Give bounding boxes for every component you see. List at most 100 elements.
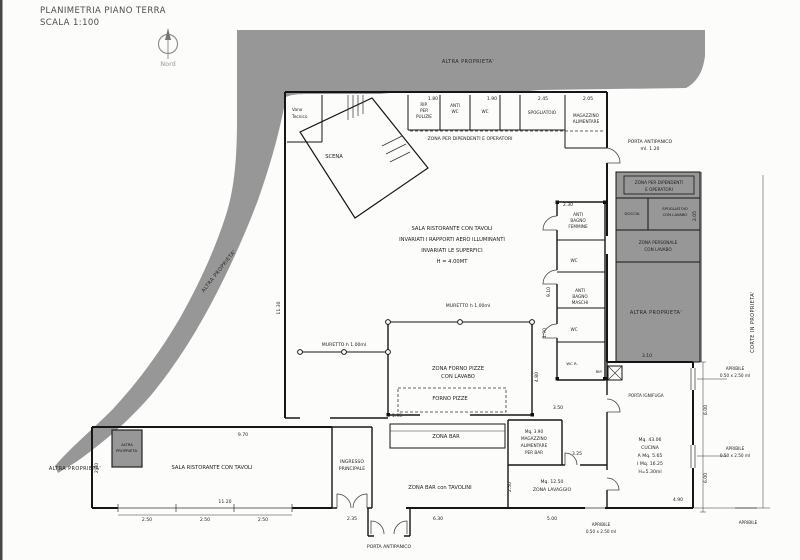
- oven-dashed-zone: [397, 387, 507, 413]
- dim-top-2: 1.90: [487, 96, 497, 102]
- dim-top-4: 2.05: [583, 96, 593, 102]
- label-spogl-lavabo-2: CON LAVABO: [663, 212, 688, 217]
- door-bagno-maschi: [542, 323, 558, 339]
- label-apribile-right2-1: APRIBILE: [726, 446, 745, 451]
- label-apribile-right1-1: APRIBILE: [726, 366, 745, 371]
- door-lavaggio: [564, 452, 578, 466]
- dim-top-1: 1.80: [428, 96, 438, 102]
- label-magazzino-1: MAGAZZINO: [573, 113, 600, 118]
- dim-bar-bottom: 6.30: [433, 516, 443, 522]
- plan-title: PLANIMETRIA PIANO TERRA: [40, 6, 166, 16]
- label-muretto-b: MURETTO h 1.00ml: [322, 342, 366, 348]
- dim-forno-right: 3.50: [553, 405, 563, 411]
- label-scena: SCENA: [325, 154, 343, 160]
- label-muretto-a: MURETTO h 1.00ml: [446, 303, 490, 309]
- label-pulizie-1: RIP.: [420, 102, 427, 107]
- label-altra-small-2: PROPRIETA': [116, 448, 138, 453]
- dim-right-block: 2.05: [692, 211, 698, 221]
- label-forno-pizze: FORNO PIZZE: [432, 396, 467, 402]
- label-corte-in-proprieta: CORTE IN PROPRIETA': [750, 291, 756, 353]
- dim-sala-bottom-top: 9.70: [238, 432, 248, 438]
- label-spogliatoio-top: SPOGLIATOIO: [528, 110, 557, 115]
- label-apribile-bottom-1: APRIBILE: [592, 522, 611, 527]
- other-property-right-block: [616, 172, 702, 362]
- door-antipanico-bottom-left: [370, 520, 385, 535]
- label-vano-1: Vano: [292, 107, 303, 112]
- label-apribile-right1-2: 0.50 x 2.50 ml: [720, 373, 750, 378]
- north-label: Nord: [160, 60, 176, 68]
- dim-cucina-right-2: 6.00: [703, 473, 709, 483]
- label-pulizie-3: PULIZIE: [416, 114, 432, 119]
- door-bagno-femmine: [542, 215, 558, 231]
- label-sala-1: SALA RISTORANTE CON TAVOLI: [412, 226, 493, 232]
- label-zona-bar-tavolini: ZONA BAR con TAVOLINI: [408, 485, 472, 491]
- door-ingresso-left: [336, 493, 352, 509]
- door-antipanico-bottom-right: [393, 520, 408, 535]
- label-altra-proprieta-right: ALTRA PROPRIETA': [630, 310, 682, 316]
- label-wc-top: WC: [481, 109, 488, 114]
- label-spogl-lavabo-1: SPOGLIATOIO: [662, 206, 688, 211]
- other-property-small-box: [111, 429, 143, 468]
- dimension-lines: [118, 175, 770, 516]
- employee-zone-label-box: [623, 175, 695, 195]
- scan-edge: [0, 0, 3, 560]
- outer-walls: [91, 91, 694, 509]
- dim-ingresso: 2.35: [347, 516, 357, 522]
- label-wc-f: WC: [570, 258, 577, 263]
- dim-cucina-top: 3.10: [642, 353, 652, 359]
- dim-forno-height: 4.80: [534, 372, 540, 382]
- dim-left-wall: 11.30: [276, 301, 282, 314]
- label-lavaggio-1: Mq. 12.50: [541, 479, 564, 485]
- label-apribile-right2-2: 0.50 x 2.50 ml: [720, 453, 750, 458]
- door-ignifuga: [606, 398, 621, 413]
- dim-wc: 1.70: [542, 328, 548, 338]
- dim-window-1: 2.50: [142, 517, 152, 523]
- label-doccia: DOCCIA: [625, 211, 640, 216]
- label-magazzino-2: ALIMENTARE: [573, 119, 600, 124]
- label-cucina-5: H=5.30ml: [638, 469, 661, 475]
- label-antiwc-1: ANTI: [450, 103, 460, 108]
- muretto-columns: [297, 319, 535, 355]
- label-porta-antipanico-top-1: PORTA ANTIPANICO: [628, 139, 673, 145]
- door-bagno-mezzo: [542, 269, 558, 285]
- label-rip-small: RIP.: [596, 369, 603, 374]
- dim-sala-left: 2.50: [94, 463, 100, 473]
- label-vano-2: Tecnico: [291, 114, 308, 119]
- label-altra-proprieta-left-bottom: ALTRA PROPRIETA': [49, 466, 101, 472]
- dim-lavaggio-bottom: 5.00: [547, 516, 557, 522]
- label-zona-dip-right-1: ZONA PER DIPENDENTI: [635, 180, 683, 185]
- wall-pillars: [386, 200, 607, 417]
- bar-counter: [389, 423, 506, 449]
- door-antipanico-top: [606, 147, 621, 164]
- label-cucina-2: CUCINA: [641, 445, 660, 451]
- door-kitchen: [606, 477, 620, 491]
- dim-window-2: 2.50: [200, 517, 210, 523]
- label-lavaggio-2: ZONA LAVAGGIO: [533, 487, 572, 493]
- door-swings: [336, 147, 621, 535]
- label-wc-m: WC: [570, 327, 577, 332]
- label-apribile-corner: APRIBILE: [739, 520, 758, 525]
- label-anti-bagno-m-2: BAGNO: [572, 294, 588, 299]
- stage-steps: [381, 135, 411, 163]
- label-zona-dipendenti: ZONA PER DIPENDENTI E OPERATORI: [427, 136, 512, 142]
- other-property-areas: [55, 30, 705, 473]
- label-pulizie-2: PER: [420, 108, 428, 113]
- label-ingresso-2: PRINCIPALE: [339, 466, 365, 472]
- label-magazzino-bar-4: PER BAR: [525, 450, 543, 455]
- dim-window-3: 2.50: [258, 517, 268, 523]
- label-porta-antipanico-top-2: ml. 1.20: [641, 146, 660, 152]
- label-anti-bagno-f-3: FEMMINE: [568, 224, 588, 229]
- dim-top-3: 2.45: [538, 96, 548, 102]
- label-cucina-4: I Mq. 16.25: [637, 461, 663, 467]
- label-anti-bagno-m-3: MASCHI: [572, 300, 588, 305]
- north-symbol: Nord: [157, 28, 179, 68]
- label-sala-2: INVARIATI I RAPPORTI AERO ILLUMINANTI: [399, 237, 505, 243]
- dim-cucina-right-1: 6.00: [703, 405, 709, 415]
- label-anti-bagno-f-1: ANTI: [573, 212, 583, 217]
- label-zona-personale-2: CON LAVABO: [644, 247, 672, 252]
- label-forno-2: CON LAVABO: [441, 374, 475, 380]
- dim-cucina-bottom: 4.90: [673, 497, 683, 503]
- label-sala-4: H = 4.00MT: [437, 259, 469, 265]
- label-antiwc-2: WC: [451, 109, 458, 114]
- dim-magazzino-bar: 3.25: [572, 451, 582, 457]
